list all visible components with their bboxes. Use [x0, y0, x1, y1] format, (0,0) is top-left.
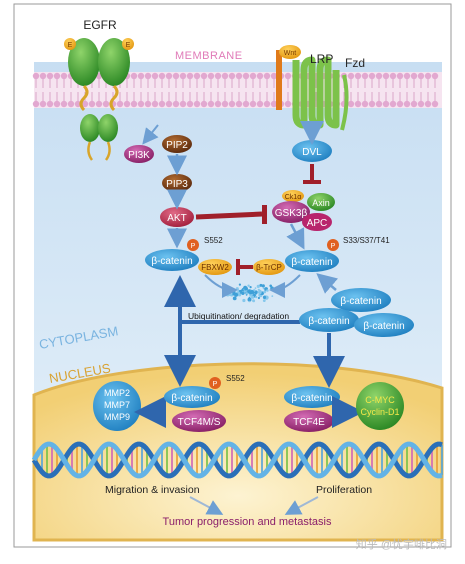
membrane-label: MEMBRANE [175, 50, 243, 62]
btrcp-label: β-TrCP [256, 263, 282, 272]
svg-text:E: E [126, 42, 131, 49]
fzd-label: Fzd [345, 56, 365, 70]
wnt-label: Wnt [284, 50, 297, 57]
akt-label: AKT [167, 213, 186, 224]
phospho-label: P [331, 243, 336, 250]
pip3-label: PIP3 [166, 179, 188, 190]
bcatenin-cluster-1-label: β-catenin [340, 296, 381, 307]
svg-text:E: E [68, 42, 73, 49]
phospho-label: P [213, 381, 218, 388]
degradation-fragments [225, 283, 274, 303]
bcatenin-cluster-3-label: β-catenin [363, 321, 404, 332]
pi3k-label: PI3K [128, 150, 150, 161]
akt-inhibits-gsk3b-bar [262, 205, 267, 224]
tcf4ms-node [172, 410, 226, 432]
fbxw2-label: FBXW2 [201, 263, 229, 272]
lrp-label: LRP [310, 52, 333, 66]
btrcp-inhibits-fbxw2-bar [236, 259, 240, 275]
phospho-s552-nuclear [209, 377, 221, 389]
cluster-to-right-arrow [316, 273, 338, 294]
ck1a-node [282, 190, 304, 202]
bcatenin-right-node [285, 250, 339, 272]
bcatenin-cluster-2 [299, 308, 359, 332]
nuclear-bcatenin-left [164, 386, 220, 408]
tcf4e-label: TCF4E [293, 417, 325, 428]
dvl-inhibits-complex-bar [303, 180, 321, 184]
bcatenin-left-node [145, 249, 199, 271]
nuclear-bcatenin-right-label: β-catenin [291, 393, 332, 404]
pip2-label: PIP2 [166, 140, 188, 151]
gsk3b-label: GSK3β [275, 208, 308, 219]
mmp-target-genes [93, 381, 141, 431]
bcatenin-cluster-2-label: β-catenin [308, 316, 349, 327]
migration-to-tumor-arrow [189, 496, 224, 515]
complex-to-bcatenin-arrow [286, 223, 305, 250]
gsk3b-node [272, 201, 310, 223]
fbxw2-node [198, 259, 232, 275]
ubiquitination-label: Ubiquitination/ degradation [188, 311, 289, 321]
membrane-bilayer [32, 72, 442, 108]
mmp2-label: MMP2 [104, 388, 130, 398]
dvl-label: DVL [302, 147, 322, 158]
tcf4ms-label: TCF4M/S [178, 417, 221, 428]
proliferation-target-genes [356, 382, 404, 430]
s552-nuclear-label: S552 [226, 374, 245, 383]
phospho-s552-top [187, 239, 199, 251]
cyclind1-label: Cyclin-D1 [360, 407, 399, 417]
bcatenin-left-label: β-catenin [151, 256, 192, 267]
tcf4e-node [284, 410, 334, 432]
s552-top-label: S552 [204, 236, 223, 245]
left-to-degradation-arrow [204, 274, 238, 298]
s33-label: S33/S37/T41 [343, 236, 390, 245]
akt-inhibits-gsk3b-line [195, 211, 263, 220]
nuclear-bcatenin-right [284, 386, 340, 408]
mmp7-label: MMP7 [104, 400, 130, 410]
proliferation-to-tumor-arrow [284, 496, 319, 515]
bcatenin-cluster-1 [331, 288, 391, 312]
mmp9-label: MMP9 [104, 412, 130, 422]
axin-node [307, 193, 335, 211]
btrcp-node [253, 259, 285, 275]
nuclear-bcatenin-left-label: β-catenin [171, 393, 212, 404]
migration-label: Migration & invasion [105, 484, 200, 496]
bcatenin-right-label: β-catenin [291, 257, 332, 268]
apc-node [302, 213, 332, 231]
cmyc-label: C-MYC [365, 395, 395, 405]
apc-label: APC [307, 218, 328, 229]
pi3k-node [124, 145, 154, 163]
dvl-node [292, 140, 332, 162]
pip3-node [162, 174, 192, 192]
bcatenin-cluster-3 [354, 313, 414, 337]
proliferation-label: Proliferation [316, 484, 372, 496]
egfr-label: EGFR [83, 18, 117, 32]
akt-node [160, 207, 194, 227]
pip2-node [162, 135, 192, 153]
dna-double-helix [31, 441, 443, 479]
axin-label: Axin [312, 198, 330, 208]
ck1a-label: Ck1α [285, 194, 302, 201]
right-to-degradation-arrow [269, 274, 301, 298]
tumor-progression-label: Tumor progression and metastasis [163, 516, 332, 528]
phospho-s33 [327, 239, 339, 251]
egfr-receptor: E E [64, 38, 134, 161]
phospho-label: P [191, 243, 196, 250]
egfr-to-pi3k-arrow [142, 124, 159, 145]
watermark: 知乎 @忧宇啡比洞 [356, 537, 447, 551]
